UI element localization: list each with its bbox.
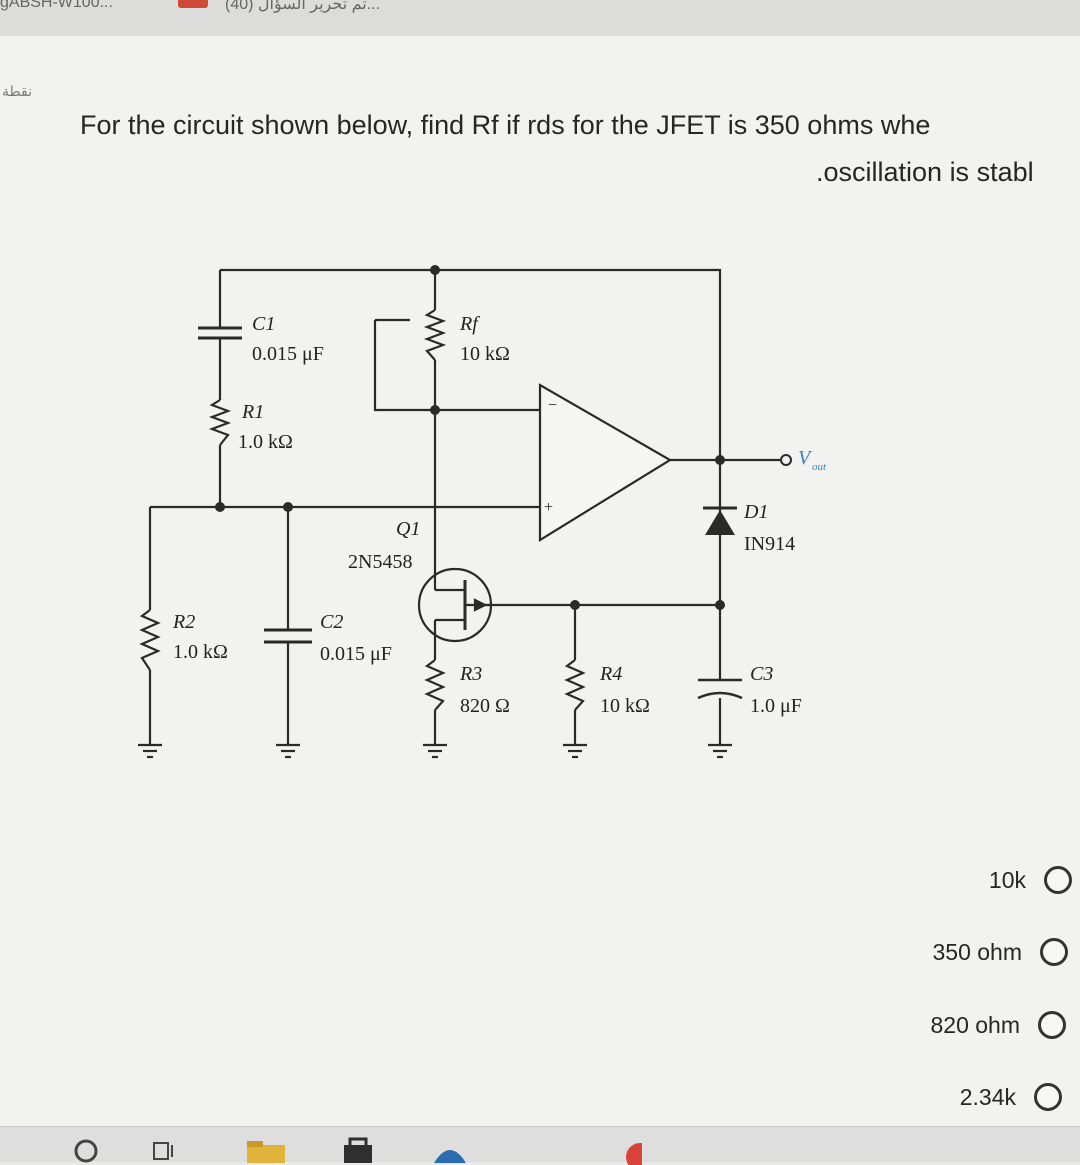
c3-name-label: C3 — [750, 663, 773, 685]
browser-tab-title[interactable]: gABSH-W100... — [0, 0, 113, 11]
q1-jfet-icon — [417, 567, 493, 643]
option-label: 2.34k — [959, 1083, 1016, 1110]
radio-button[interactable] — [1034, 1083, 1062, 1111]
option-label: 350 ohm — [932, 938, 1022, 965]
chrome-icon[interactable] — [620, 1137, 642, 1165]
opamp-inverting-input: − — [548, 397, 557, 414]
browser-tab-strip: gABSH-W100... ...تم تحرير السؤال (40) — [0, 0, 1080, 37]
question-text-line-2: .oscillation is stabl — [816, 157, 1034, 187]
c1-value-label: 0.015 μF — [252, 343, 324, 365]
c3-capacitor-icon — [697, 678, 743, 700]
vout-subscript: out — [812, 461, 827, 473]
junction-dots — [215, 265, 725, 610]
task-view-icon[interactable] — [150, 1137, 178, 1165]
option-10k[interactable]: 10k — [989, 866, 1072, 894]
flag-question-label[interactable]: نقطة — [2, 83, 32, 99]
option-label: 820 ohm — [930, 1011, 1020, 1038]
r1-value-label: 1.0 kΩ — [238, 431, 293, 453]
rf-resistor-icon — [423, 309, 447, 361]
option-350-ohm[interactable]: 350 ohm — [932, 938, 1068, 966]
d1-part-label: IN914 — [744, 533, 795, 555]
r2-name-label: R2 — [172, 611, 195, 633]
c2-capacitor-icon — [264, 628, 312, 644]
q1-part-label: 2N5458 — [348, 551, 412, 573]
radio-button[interactable] — [1038, 1011, 1066, 1039]
edge-browser-icon[interactable] — [430, 1137, 470, 1165]
tab-favicon-icon — [178, 0, 208, 8]
c3-value-label: 1.0 μF — [750, 695, 802, 717]
browser-tab-title-2[interactable]: ...تم تحرير السؤال (40) — [225, 0, 381, 13]
d1-name-label: D1 — [743, 501, 768, 523]
c1-name-label: C1 — [252, 313, 275, 335]
q1-name-label: Q1 — [396, 518, 420, 540]
question-text-line-1: For the circuit shown below, find Rf if … — [80, 110, 931, 140]
option-label: 10k — [988, 866, 1026, 893]
opamp-triangle — [538, 383, 673, 542]
c2-value-label: 0.015 μF — [320, 643, 392, 665]
c2-name-label: C2 — [320, 611, 343, 633]
r2-resistor-icon — [139, 609, 161, 671]
ground-symbols — [138, 743, 732, 759]
r3-value-label: 820 Ω — [460, 695, 510, 717]
wire-bracket — [373, 320, 540, 412]
rf-value-label: 10 kΩ — [460, 343, 510, 365]
r1-resistor-icon — [208, 399, 232, 446]
wien-bridge-oscillator-schematic: − + — [138, 265, 827, 759]
radio-button[interactable] — [1040, 938, 1068, 966]
r3-name-label: R3 — [459, 663, 482, 685]
taskbar — [0, 1126, 1080, 1165]
option-820-ohm[interactable]: 820 ohm — [930, 1011, 1066, 1039]
wire-top-feedback — [220, 268, 722, 610]
circuit-diagram: − + — [130, 250, 870, 790]
quiz-page — [0, 36, 1080, 1126]
vout-terminal-icon — [780, 454, 792, 466]
r4-name-label: R4 — [599, 663, 622, 685]
r2-value-label: 1.0 kΩ — [173, 641, 228, 663]
d1-diode-icon — [703, 506, 737, 535]
store-icon[interactable] — [340, 1137, 376, 1165]
radio-button[interactable] — [1044, 866, 1072, 894]
r4-value-label: 10 kΩ — [600, 695, 650, 717]
r1-name-label: R1 — [241, 401, 264, 423]
file-explorer-icon[interactable] — [245, 1137, 287, 1165]
rf-name-label: Rf — [459, 313, 480, 335]
r3-resistor-icon — [424, 659, 446, 711]
r4-resistor-icon — [564, 659, 586, 711]
option-2-34k[interactable]: 2.34k — [960, 1083, 1062, 1111]
opamp-noninverting-input: + — [544, 499, 553, 516]
vout-label: V — [798, 447, 813, 469]
c1-capacitor-icon — [198, 326, 242, 340]
